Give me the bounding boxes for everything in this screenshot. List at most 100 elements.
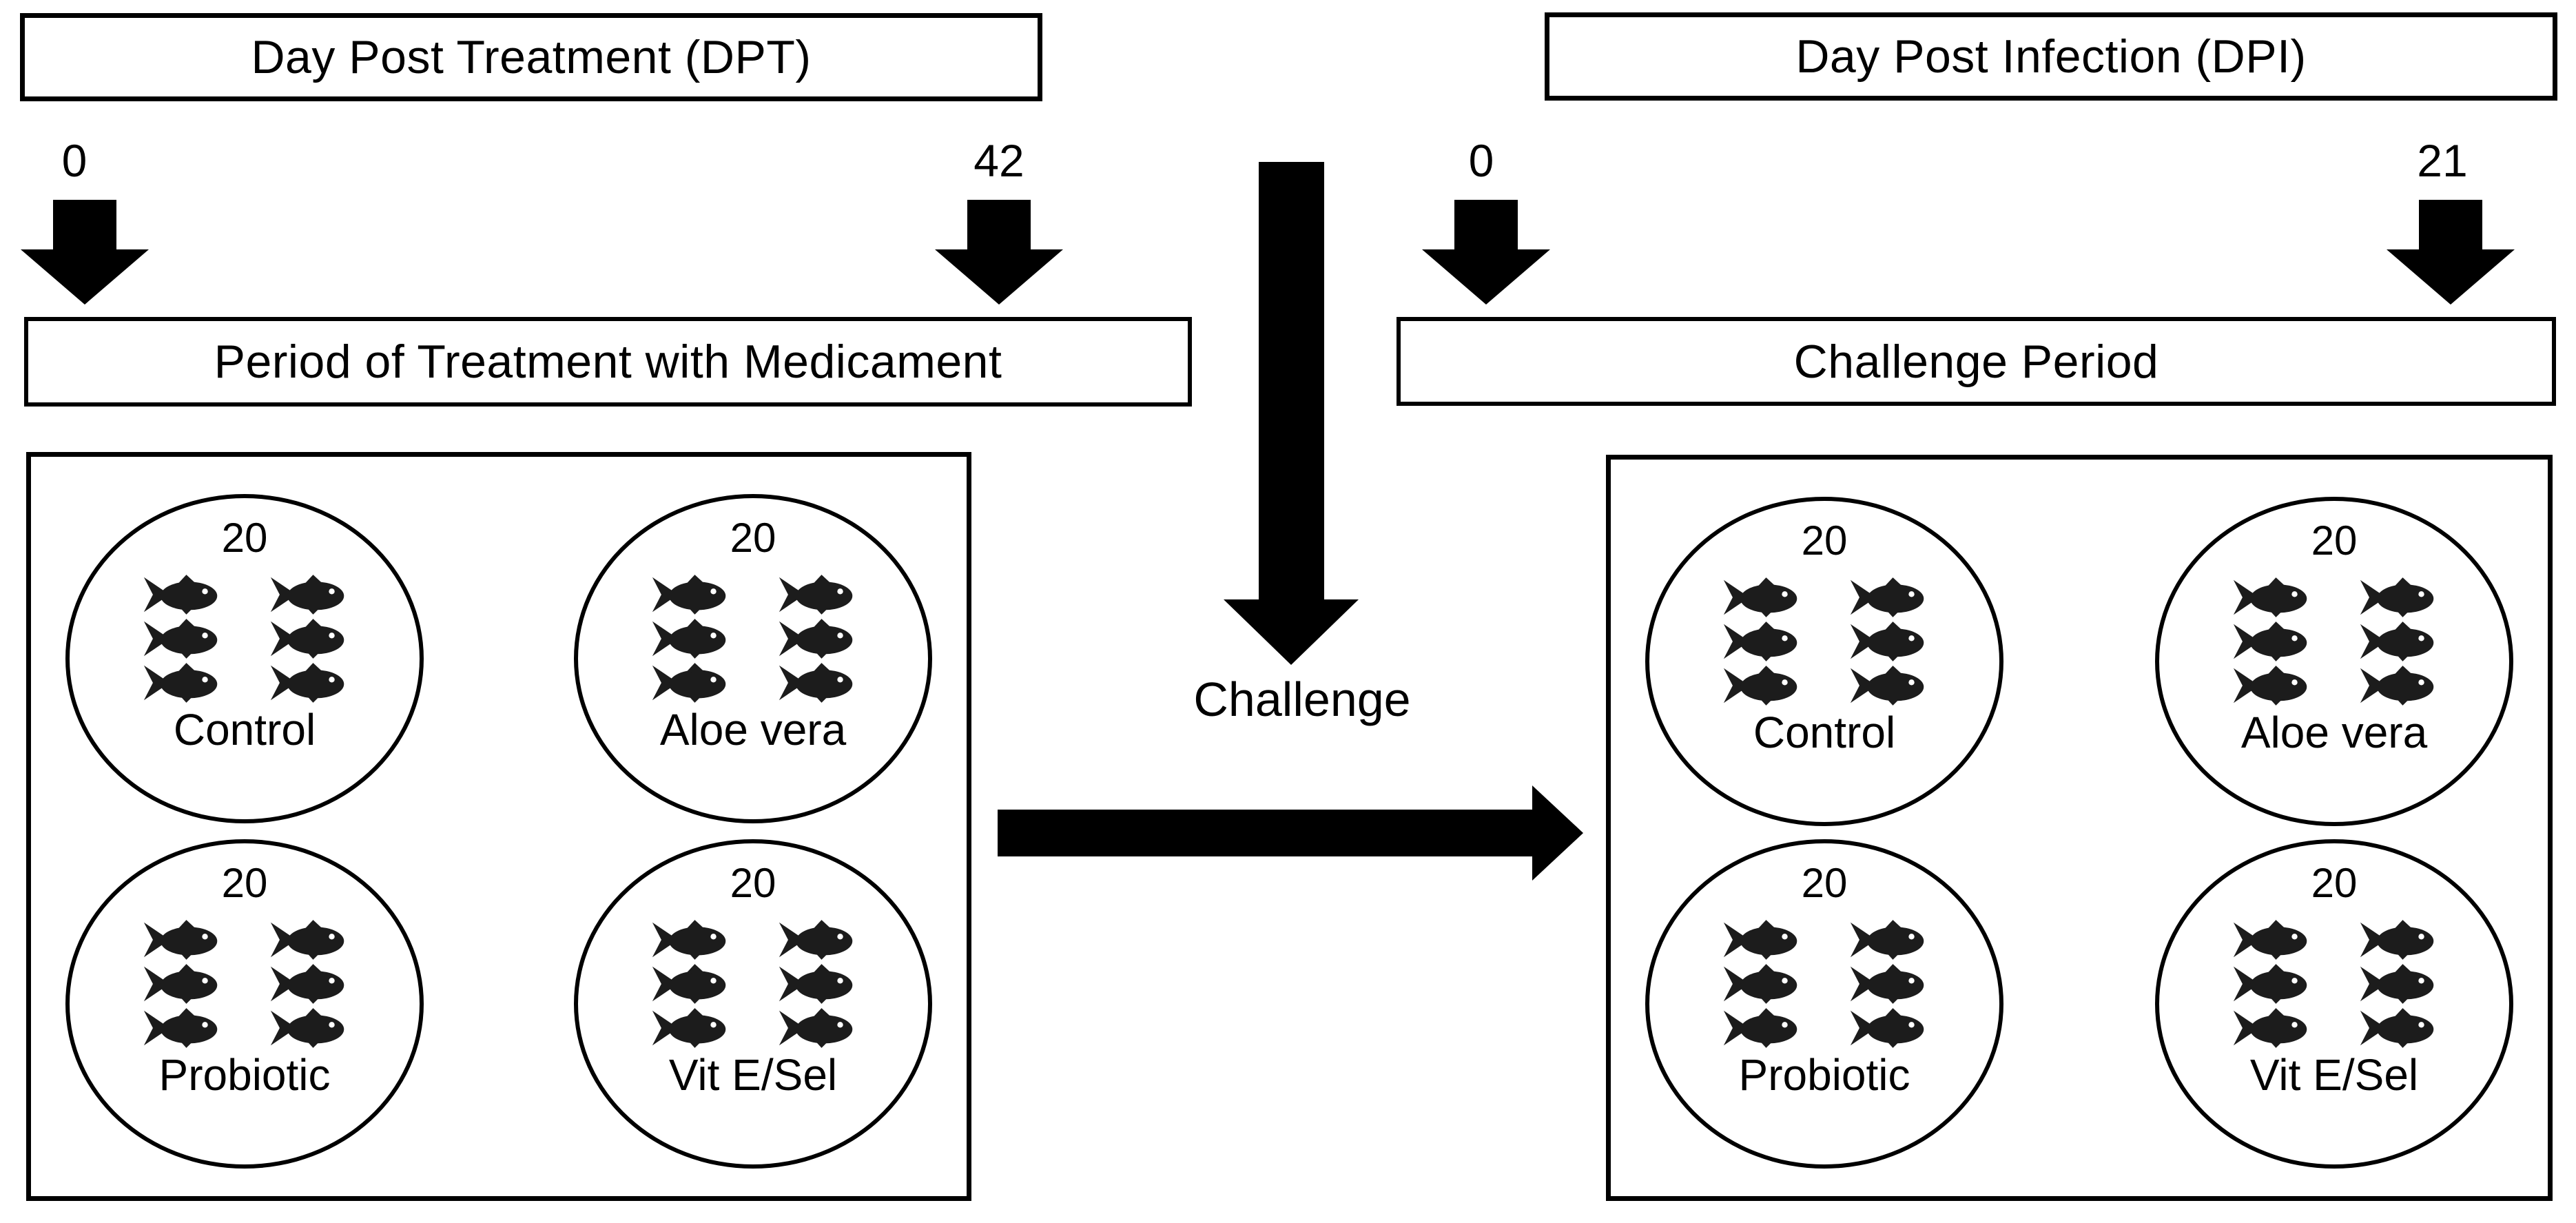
fish-grid <box>2232 919 2436 1049</box>
dpi-tick-start: 0 <box>1468 135 1494 186</box>
tank-fish-count: 20 <box>2311 517 2358 564</box>
fish-icon <box>2359 665 2436 706</box>
tank-fish-count: 20 <box>730 860 776 906</box>
fish-icon <box>1849 919 1926 960</box>
fish-icon <box>143 618 220 659</box>
fish-icon <box>2359 919 2436 960</box>
fish-icon <box>651 662 728 703</box>
tank-circle: 20 <box>2155 839 2513 1169</box>
fish-icon <box>269 963 347 1005</box>
tank-circle: 20 <box>1645 839 2003 1169</box>
tank-fish-count: 20 <box>221 515 268 561</box>
dpt-tick-end: 42 <box>973 135 1024 186</box>
challenge-label: Challenge <box>1193 672 1411 726</box>
treatment-period-box: Period of Treatment with Medicament <box>24 317 1192 407</box>
tank-fish-count: 20 <box>2311 860 2358 906</box>
tank-label: Control <box>1753 708 1896 757</box>
tank-label: Vit E/Sel <box>668 1050 838 1100</box>
fish-icon <box>1722 577 1800 618</box>
fish-icon <box>2232 577 2309 618</box>
fish-icon <box>1722 919 1800 960</box>
fish-grid <box>1722 919 1926 1049</box>
challenge-tanks-box: 20 <box>1606 455 2553 1201</box>
fish-icon <box>2232 621 2309 662</box>
dpi-header-label: Day Post Infection (DPI) <box>1795 30 2307 83</box>
fish-icon <box>2359 1007 2436 1049</box>
down-arrow-icon <box>21 200 149 305</box>
treatment-period-label: Period of Treatment with Medicament <box>214 336 1002 388</box>
fish-icon <box>1849 665 1926 706</box>
tank-fish-count: 20 <box>1801 517 1848 564</box>
fish-grid <box>143 574 347 703</box>
down-arrow-icon <box>2387 200 2515 305</box>
fish-icon <box>651 618 728 659</box>
dpi-header-box: Day Post Infection (DPI) <box>1545 12 2557 101</box>
fish-icon <box>1849 963 1926 1005</box>
challenge-down-arrow-icon <box>1224 162 1359 665</box>
fish-icon <box>2232 963 2309 1005</box>
fish-icon <box>2232 1007 2309 1049</box>
dpt-header-box: Day Post Treatment (DPT) <box>20 13 1042 101</box>
tank-label: Probiotic <box>158 1050 331 1100</box>
fish-icon <box>1849 621 1926 662</box>
challenge-period-label: Challenge Period <box>1793 335 2159 388</box>
fish-icon <box>269 618 347 659</box>
fish-icon <box>1849 1007 1926 1049</box>
tank-fish-count: 20 <box>221 860 268 906</box>
down-arrow-icon <box>935 200 1063 305</box>
fish-icon <box>269 1007 347 1049</box>
fish-icon <box>778 574 855 615</box>
down-arrow-icon <box>1422 200 1550 305</box>
fish-grid <box>143 919 347 1049</box>
fish-icon <box>778 1007 855 1049</box>
fish-icon <box>1722 1007 1800 1049</box>
fish-icon <box>143 919 220 960</box>
fish-icon <box>651 1007 728 1049</box>
fish-icon <box>778 618 855 659</box>
challenge-period-box: Challenge Period <box>1397 317 2556 406</box>
fish-icon <box>2232 919 2309 960</box>
tank-label: Probiotic <box>1738 1050 1910 1100</box>
fish-icon <box>1722 963 1800 1005</box>
fish-grid <box>1722 577 1926 706</box>
fish-icon <box>2359 963 2436 1005</box>
fish-icon <box>269 574 347 615</box>
fish-icon <box>778 662 855 703</box>
dpt-header-label: Day Post Treatment (DPT) <box>251 31 812 83</box>
fish-grid <box>2232 577 2436 706</box>
fish-grid <box>651 574 855 703</box>
tank-label: Aloe vera <box>2240 708 2428 757</box>
fish-icon <box>651 919 728 960</box>
treatment-tanks-box: 20 <box>26 452 971 1201</box>
fish-icon <box>143 574 220 615</box>
fish-icon <box>778 919 855 960</box>
fish-icon <box>143 662 220 703</box>
fish-icon <box>2359 577 2436 618</box>
tank-circle: 20 <box>574 839 932 1169</box>
transfer-right-arrow-icon <box>998 785 1583 881</box>
tank-circle: 20 <box>574 494 932 823</box>
tank-circle: 20 <box>65 839 424 1169</box>
fish-icon <box>651 574 728 615</box>
fish-icon <box>1722 621 1800 662</box>
fish-icon <box>1849 577 1926 618</box>
fish-icon <box>143 963 220 1005</box>
tank-circle: 20 <box>2155 497 2513 826</box>
tank-label: Vit E/Sel <box>2249 1050 2419 1100</box>
tank-fish-count: 20 <box>730 515 776 561</box>
tank-circle: 20 <box>1645 497 2003 826</box>
tank-fish-count: 20 <box>1801 860 1848 906</box>
fish-icon <box>1722 665 1800 706</box>
fish-icon <box>2232 665 2309 706</box>
fish-icon <box>651 963 728 1005</box>
fish-icon <box>269 919 347 960</box>
fish-icon <box>143 1007 220 1049</box>
tank-label: Control <box>173 705 316 754</box>
fish-grid <box>651 919 855 1049</box>
tank-label: Aloe vera <box>659 705 847 754</box>
dpt-tick-start: 0 <box>61 135 87 186</box>
fish-icon <box>778 963 855 1005</box>
fish-icon <box>2359 621 2436 662</box>
fish-icon <box>269 662 347 703</box>
